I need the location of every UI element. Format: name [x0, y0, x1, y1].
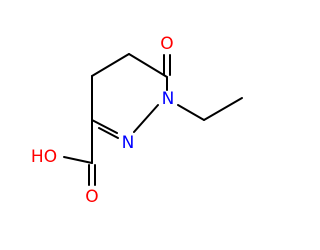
bond-ch2-ch3 — [203, 97, 243, 121]
bond-n1-ch2 — [177, 104, 205, 121]
bond-c3-n2-a — [91, 119, 118, 134]
bond-ccooh-oh — [63, 156, 93, 164]
atom-hydroxyl: HO — [31, 147, 57, 167]
bond-c5-c4 — [91, 53, 130, 77]
molecule-structure: O N N HO O — [31, 34, 243, 207]
bond-n2-n1 — [133, 104, 159, 133]
atom-o-ketone: O — [160, 34, 173, 54]
atom-n1: N — [162, 89, 175, 109]
bond-c6-c5 — [128, 53, 168, 78]
atom-o-carbonyl: O — [85, 187, 98, 207]
bond-c3-n2-b — [98, 127, 119, 139]
atom-n2: N — [122, 133, 135, 153]
